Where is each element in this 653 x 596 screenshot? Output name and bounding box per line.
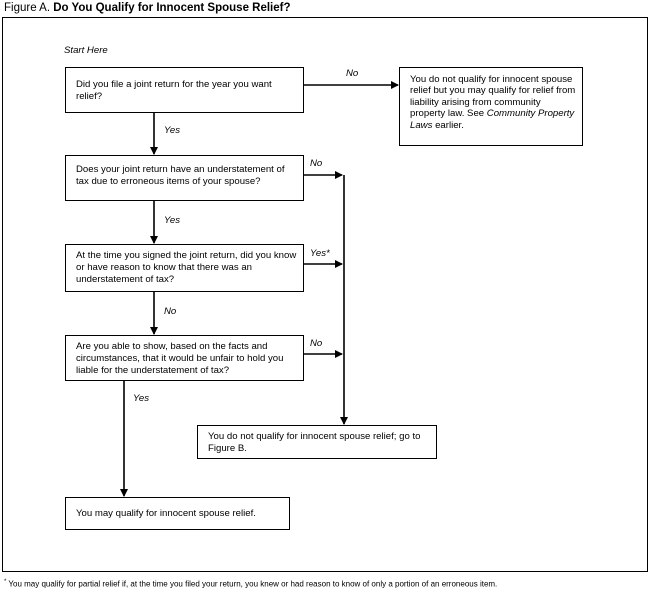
result-community-property: You do not qualify for innocent spouse r… — [399, 67, 583, 146]
question-unfair: Are you able to show, based on the facts… — [65, 335, 304, 381]
figure-title: Figure A. Do You Qualify for Innocent Sp… — [4, 2, 291, 14]
result-community-property-tail: earlier. — [432, 119, 464, 131]
label-q4-yes: Yes — [133, 393, 150, 404]
figure-label: Figure A. — [4, 2, 51, 14]
label-q4-no: No — [310, 338, 323, 349]
label-q2-yes: Yes — [164, 215, 181, 226]
start-here-label: Start Here — [64, 45, 108, 56]
label-q3-yes: Yes* — [310, 248, 330, 259]
question-joint-return: Did you file a joint return for the year… — [65, 67, 304, 113]
question-knowledge: At the time you signed the joint return,… — [65, 244, 304, 292]
question-understatement: Does your joint return have an understat… — [65, 155, 304, 201]
result-may-qualify: You may qualify for innocent spouse reli… — [65, 497, 290, 530]
result-community-property-text: You do not qualify for innocent spouse r… — [410, 74, 576, 120]
label-q1-yes: Yes — [164, 125, 181, 136]
label-q2-no: No — [310, 158, 323, 169]
figure-heading: Do You Qualify for Innocent Spouse Relie… — [53, 2, 291, 14]
footnote-text: You may qualify for partial relief if, a… — [6, 579, 498, 589]
footnote: * You may qualify for partial relief if,… — [4, 579, 497, 589]
label-q3-no: No — [164, 306, 177, 317]
label-q1-no: No — [346, 68, 359, 79]
community-property-laws-ref: Community Property Laws — [410, 108, 575, 131]
result-go-to-figure-b: You do not qualify for innocent spouse r… — [197, 425, 437, 459]
flowchart-frame — [2, 17, 648, 572]
footnote-marker: * — [4, 579, 7, 585]
